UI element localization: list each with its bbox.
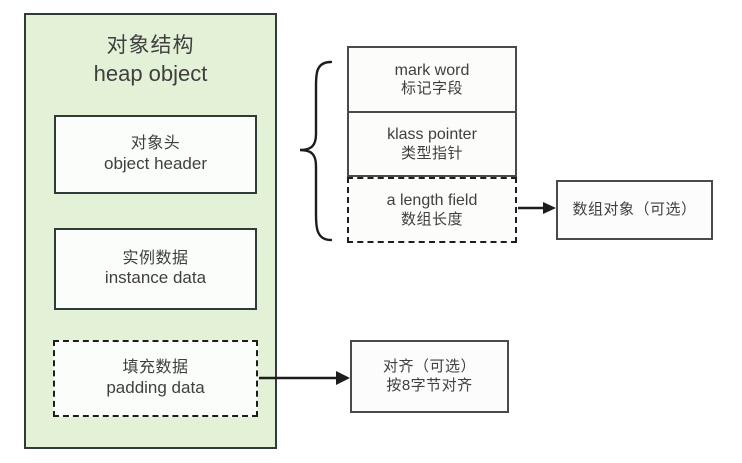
heap-object-title-cn: 对象结构: [106, 34, 195, 57]
block-object-header[interactable]: 对象头 object header: [54, 115, 257, 194]
heap-object-title-en: heap object: [93, 60, 208, 86]
header-row-length-field-label-en: a length field: [386, 192, 478, 210]
block-object-header-label-cn: 对象头: [130, 135, 181, 153]
header-row-klass-pointer[interactable]: klass pointer 类型指针: [347, 112, 517, 177]
header-row-mark-word[interactable]: mark word 标记字段: [347, 46, 517, 112]
note-alignment-label: 对齐（可选）: [382, 358, 476, 376]
note-alignment[interactable]: 对齐（可选） 按8字节对齐: [350, 340, 509, 413]
block-instance-data-label-cn: 实例数据: [122, 249, 189, 267]
header-row-length-field-label-cn: 数组长度: [400, 210, 463, 228]
header-row-mark-word-label-cn: 标记字段: [400, 80, 463, 98]
block-instance-data-label-en: instance data: [104, 268, 207, 288]
header-row-klass-pointer-label-cn: 类型指针: [400, 144, 463, 162]
header-row-length-field[interactable]: a length field 数组长度: [347, 177, 517, 243]
block-padding-data-label-cn: 填充数据: [122, 359, 189, 377]
block-instance-data[interactable]: 实例数据 instance data: [54, 228, 257, 310]
header-row-mark-word-label-en: mark word: [394, 61, 470, 79]
note-array-object-label: 数组对象（可选）: [572, 200, 697, 218]
block-object-header-label-en: object header: [103, 153, 208, 173]
header-group-brace: [299, 60, 333, 242]
note-alignment-detail: 按8字节对齐: [386, 376, 473, 394]
block-padding-data[interactable]: 填充数据 padding data: [53, 340, 258, 417]
header-row-klass-pointer-label-en: klass pointer: [387, 126, 477, 144]
note-array-object[interactable]: 数组对象（可选）: [556, 180, 713, 240]
arrow-length-to-array: [518, 202, 556, 214]
block-padding-data-label-en: padding data: [106, 377, 205, 397]
heap-object-panel-title: 对象结构 heap object: [26, 33, 275, 88]
